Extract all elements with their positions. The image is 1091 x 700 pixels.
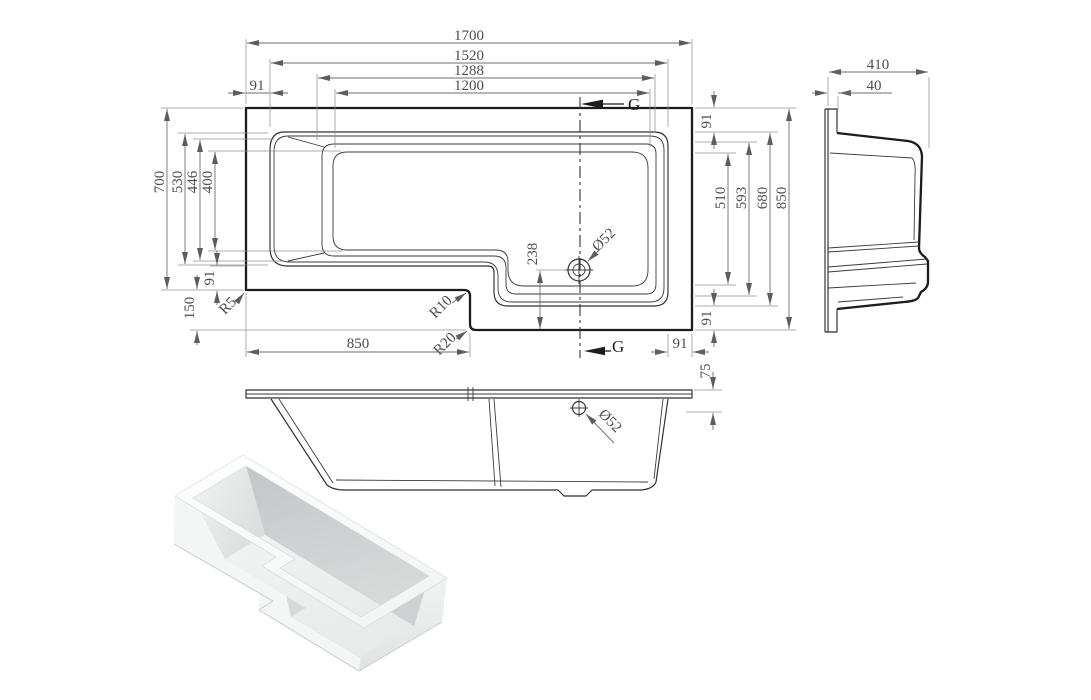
dim-91-right-bottom: 91 (699, 311, 715, 326)
dim-150: 150 (182, 297, 198, 320)
section-marker-g-bottom: G (584, 337, 624, 356)
dim-850-bottom: 850 (347, 336, 370, 352)
dim-410: 410 (867, 57, 890, 73)
section-g-bottom-label: G (612, 337, 624, 356)
dim-75: 75 (698, 364, 714, 379)
dim-91-top-left: 91 (250, 78, 265, 94)
elevation-rim-band (245, 389, 693, 399)
plan-view (244, 97, 694, 358)
dim-593: 593 (734, 187, 750, 210)
dim-446: 446 (185, 170, 201, 193)
section-g-top-label: G (628, 95, 640, 114)
plan-rim-inner-contour (269, 131, 669, 307)
front-elevation: Ø52 75 (245, 364, 722, 497)
label-r5: R5 (216, 294, 240, 318)
plan-floor-contour (332, 151, 649, 287)
elevation-body-outline (270, 398, 669, 497)
elevation-inner-lines (278, 398, 664, 488)
end-view-shell (836, 131, 930, 311)
plan-waterline-contour (321, 143, 657, 295)
end-view: 410 40 (812, 57, 930, 333)
section-marker-g-top: G (581, 95, 640, 114)
end-view-rim-edge (824, 108, 838, 333)
label-overflow-dia: Ø52 (595, 406, 625, 436)
dim-91-left: 91 (202, 271, 218, 286)
render-3d-bath (173, 454, 448, 672)
plan-outer-outline (244, 106, 694, 332)
plan-drain (565, 256, 593, 284)
dim-40: 40 (867, 78, 882, 94)
dim-510: 510 (713, 187, 729, 210)
label-r10: R10 (427, 293, 456, 322)
dim-530: 530 (170, 171, 186, 194)
render-far-wall (246, 466, 429, 626)
render-bottom-edge (173, 543, 443, 672)
render-rim-top (174, 454, 448, 629)
dim-700: 700 (152, 171, 168, 194)
dim-680: 680 (755, 187, 771, 210)
plan-backrest-slope-bottom (287, 252, 325, 262)
end-view-interior-lines (827, 152, 928, 303)
dim-850-right: 850 (774, 187, 790, 210)
dim-91-right-top: 91 (699, 114, 715, 129)
label-r20: R20 (431, 330, 460, 359)
elevation-overflow (570, 399, 588, 417)
dim-1200: 1200 (454, 78, 484, 94)
dim-1288: 1288 (454, 63, 484, 79)
dim-238: 238 (525, 243, 541, 266)
plan-backrest-slope-top (287, 136, 325, 148)
dim-1700: 1700 (454, 28, 484, 44)
dim-91-bottom-right: 91 (673, 336, 688, 352)
plan-basin-edge-contour (273, 135, 665, 303)
dim-1520: 1520 (454, 48, 484, 64)
dim-400: 400 (200, 171, 216, 194)
